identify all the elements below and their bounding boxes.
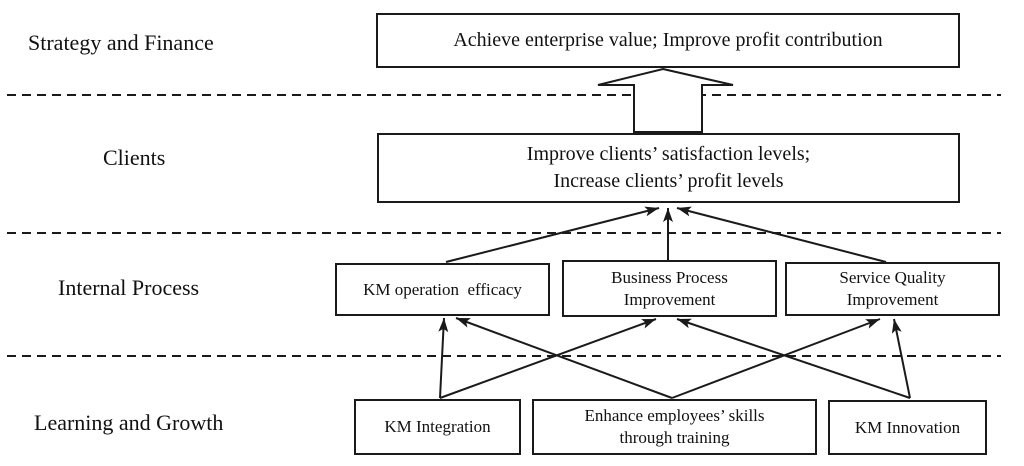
lane-label-internal-process: Internal Process	[58, 275, 200, 300]
service-quality-improvement-box: Service Quality Improvement	[785, 262, 1000, 316]
strategy-objective-text: Achieve enterprise value; Improve profit…	[453, 29, 883, 51]
km-operation-efficacy-text: KM operation efficacy	[363, 279, 522, 299]
business-process-improvement-text: Business Process Improvement	[611, 267, 728, 309]
business-process-improvement-box: Business Process Improvement	[562, 260, 777, 317]
arrow-kminnovation-to-servicequality	[891, 318, 911, 399]
arrow-enhanceskills-to-kmefficacy	[455, 317, 673, 399]
km-innovation-text: KM Innovation	[854, 417, 961, 437]
enhance-skills-box: Enhance employees’ skills through traini…	[532, 399, 817, 455]
arrow-kminnovation-to-businessprocess	[676, 318, 911, 399]
km-integration-text: KM Integration	[384, 417, 491, 436]
km-integration-box: KM Integration	[354, 399, 521, 455]
arrow-kmintegration-to-kmefficacy	[438, 317, 449, 399]
enhance-skills-text: Enhance employees’ skills through traini…	[584, 406, 765, 447]
lane-label-clients: Clients	[103, 145, 166, 170]
km-operation-efficacy-box: KM operation efficacy	[335, 263, 550, 316]
arrows-learning-to-internal	[438, 317, 911, 399]
block-arrow-clients-to-strategy	[597, 67, 734, 133]
lane-label-learning-growth: Learning and Growth	[34, 410, 224, 435]
km-innovation-box: KM Innovation	[828, 400, 987, 455]
arrow-kmintegration-to-businessprocess	[439, 318, 657, 399]
strategy-objective-box: Achieve enterprise value; Improve profit…	[376, 13, 960, 68]
arrow-servicequality-to-clients	[676, 206, 887, 263]
service-quality-improvement-text: Service Quality Improvement	[839, 268, 946, 309]
arrows-internal-to-clients	[445, 206, 887, 263]
lane-label-strategy-finance: Strategy and Finance	[28, 30, 214, 55]
clients-objective-text: Improve clients’ satisfaction levels; In…	[526, 143, 811, 192]
arrow-kmefficacy-to-clients	[445, 206, 660, 263]
lane-separator-dashed-lines	[7, 94, 1001, 357]
clients-objective-box: Improve clients’ satisfaction levels; In…	[377, 133, 960, 203]
arrow-enhanceskills-to-servicequality	[671, 318, 881, 399]
